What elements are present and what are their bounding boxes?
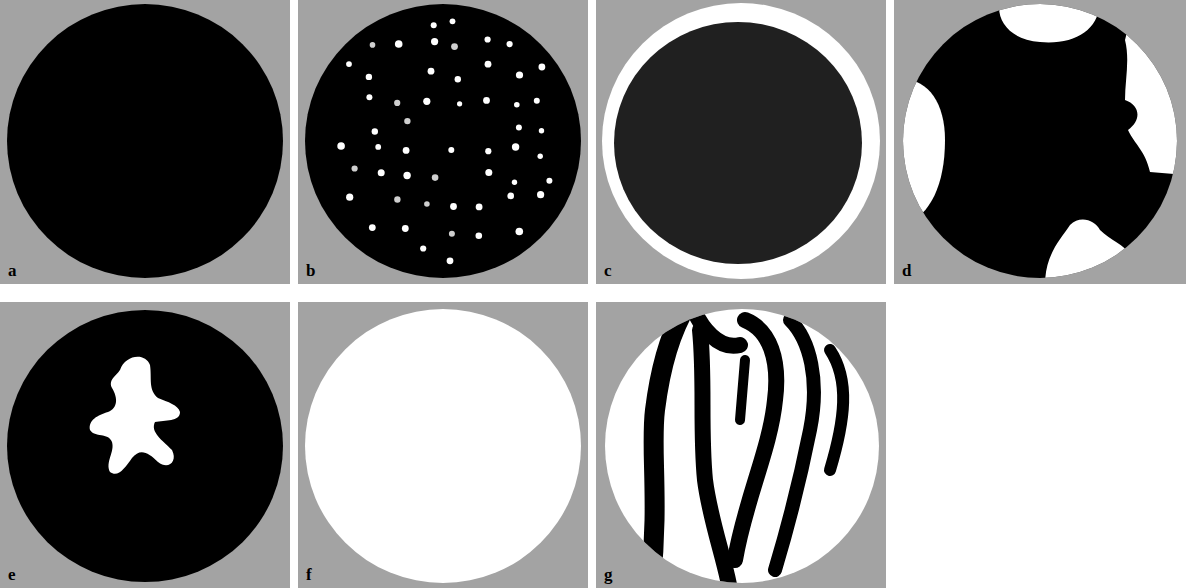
panel-letter: c — [604, 262, 612, 279]
white-dot — [375, 144, 381, 150]
panel-letter: a — [8, 262, 17, 279]
white-dot — [483, 97, 490, 104]
white-dot — [514, 102, 520, 108]
panel-ground — [894, 0, 1186, 284]
black-disc — [305, 4, 581, 278]
white-dot — [537, 191, 544, 198]
white-dot — [369, 224, 376, 231]
panel-ground — [0, 0, 290, 284]
white-dot — [455, 76, 461, 82]
white-dot — [423, 98, 430, 105]
white-dot — [346, 194, 353, 201]
white-dot — [476, 204, 483, 211]
white-dot — [546, 178, 552, 184]
white-dot — [404, 118, 410, 124]
white-dot — [346, 61, 352, 67]
white-dot — [403, 172, 410, 179]
white-dot — [394, 196, 400, 202]
white-dot — [516, 228, 524, 236]
white-dot — [449, 231, 455, 237]
panel-letter: f — [306, 566, 312, 583]
white-dot — [337, 142, 345, 150]
white-dot — [485, 61, 492, 68]
white-dot — [372, 128, 378, 134]
white-dot — [485, 148, 491, 154]
white-dot — [403, 147, 410, 154]
white-dot — [447, 257, 454, 264]
white-dot — [428, 68, 435, 75]
white-dot — [534, 98, 540, 104]
panel-ground — [596, 0, 886, 284]
white-dot — [507, 193, 514, 200]
white-dot — [457, 101, 462, 106]
white-dot — [485, 169, 492, 176]
white-dot — [539, 128, 544, 133]
white-dot — [395, 40, 403, 48]
white-dot — [485, 36, 491, 42]
white-dot — [507, 41, 513, 47]
white-dot — [370, 42, 376, 48]
panel-ground — [298, 0, 588, 284]
white-dot — [431, 22, 437, 28]
white-dot — [402, 225, 409, 232]
white-dot — [366, 94, 372, 100]
panel-letter: d — [902, 262, 911, 279]
white-dot — [352, 165, 358, 171]
white-dots — [337, 18, 552, 264]
white-dot — [512, 143, 519, 150]
panel-letter: b — [306, 262, 315, 279]
black-disc — [7, 310, 283, 582]
white-dot — [450, 203, 457, 210]
white-dot — [448, 147, 454, 153]
white-dot — [432, 174, 439, 181]
white-dot — [539, 64, 546, 71]
panel-ground — [298, 302, 588, 588]
white-dot — [516, 71, 523, 78]
white-disc — [305, 309, 581, 583]
white-dot — [420, 245, 426, 251]
black-stripes — [650, 300, 843, 588]
panel-letter: e — [8, 566, 16, 583]
white-dot — [378, 169, 385, 176]
white-star — [90, 357, 180, 474]
white-dot — [516, 124, 522, 130]
white-dot — [424, 201, 430, 207]
white-dot — [450, 18, 456, 24]
black-disc — [7, 4, 283, 278]
white-dot — [431, 38, 438, 45]
white-dot — [476, 232, 483, 239]
dark-core — [614, 22, 862, 264]
white-ring — [602, 3, 880, 279]
white-dot — [512, 180, 517, 185]
white-dot — [451, 43, 458, 50]
white-dot — [366, 74, 372, 80]
white-dot — [394, 100, 400, 106]
panel-ground — [0, 302, 290, 588]
white-patches — [895, 0, 1186, 285]
panel-letter: g — [604, 566, 613, 583]
white-dot — [538, 154, 543, 159]
